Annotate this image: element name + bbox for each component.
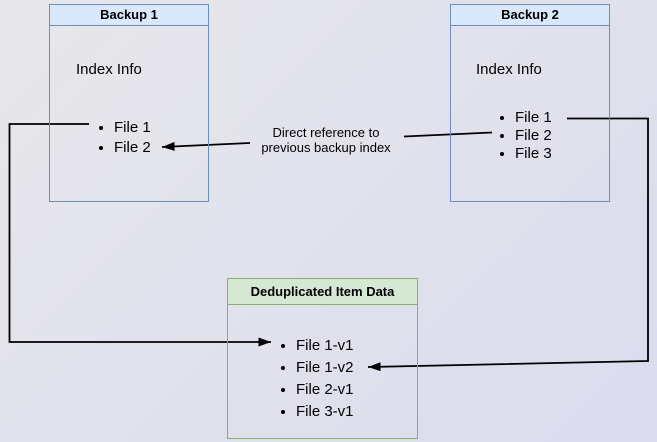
- backup1-title: Backup 1: [50, 5, 208, 26]
- list-item-file1-v2: File 1-v2: [296, 357, 354, 379]
- direct-reference-label-line1: Direct reference to: [272, 125, 380, 140]
- backup2-box: Backup 2 Index Info File 1 File 2 File 3: [450, 4, 610, 202]
- dedup-file-list: File 1-v1 File 1-v2 File 2-v1 File 3-v1: [279, 335, 354, 423]
- list-item-file3-v1: File 3-v1: [296, 401, 354, 423]
- backup2-title: Backup 2: [451, 5, 609, 26]
- deduplicated-item-data-box: Deduplicated Item Data File 1-v1 File 1-…: [227, 278, 418, 439]
- backup1-box: Backup 1 Index Info File 1 File 2: [49, 4, 209, 202]
- list-item-file2: File 2: [515, 127, 552, 145]
- list-item-file1: File 1: [515, 109, 552, 127]
- list-item-file3: File 3: [515, 145, 552, 163]
- backup1-index-info-label: Index Info: [76, 61, 142, 78]
- backup2-index-info-label: Index Info: [476, 61, 542, 78]
- backup1-file-list: File 1 File 2: [97, 118, 151, 157]
- list-item-file1-v1: File 1-v1: [296, 335, 354, 357]
- list-item-file2: File 2: [114, 138, 151, 158]
- backup2-file-list: File 1 File 2 File 3: [498, 109, 552, 163]
- direct-reference-label: Direct reference to previous backup inde…: [244, 125, 408, 155]
- deduplicated-item-data-title: Deduplicated Item Data: [228, 279, 417, 305]
- list-item-file2-v1: File 2-v1: [296, 379, 354, 401]
- direct-reference-label-line2: previous backup index: [261, 140, 391, 155]
- list-item-file1: File 1: [114, 118, 151, 138]
